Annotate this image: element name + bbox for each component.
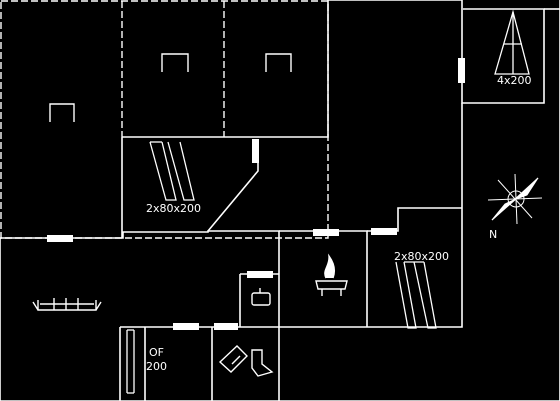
fireplace-symbol — [315, 253, 348, 296]
window-bedroom — [371, 228, 397, 235]
terrace-dashed-outline — [0, 0, 329, 239]
terrace-furniture — [49, 53, 292, 122]
window-living — [47, 235, 73, 242]
window-top-right — [458, 58, 465, 83]
window-wc — [214, 323, 238, 330]
bed-middle-left-label: 2x80x200 — [146, 202, 201, 215]
window-bunk — [173, 323, 199, 330]
interior-walls — [119, 137, 462, 401]
washbasin-symbol — [251, 288, 271, 306]
window-markers — [47, 58, 465, 330]
window-hall — [252, 139, 259, 163]
chair-left — [49, 103, 75, 122]
chair-right — [265, 53, 292, 72]
bunk-label: OF — [149, 346, 164, 359]
bed-middle-right-label: 2x80x200 — [394, 250, 449, 263]
bunk-size: 200 — [146, 360, 167, 373]
window-kitchen — [313, 229, 339, 236]
sofa-symbol — [32, 298, 102, 311]
bed-middle-left — [149, 141, 195, 201]
compass-north-label: N — [489, 228, 497, 241]
bunk-bed — [126, 329, 135, 394]
bed-top-right-label: 4x200 — [497, 74, 532, 87]
window-bath — [247, 271, 273, 278]
compass-rose-icon — [487, 173, 543, 225]
bed-middle-right — [395, 261, 437, 329]
chair-middle — [161, 53, 189, 72]
toilet-symbol — [218, 345, 274, 377]
bed-top-right — [494, 9, 530, 75]
